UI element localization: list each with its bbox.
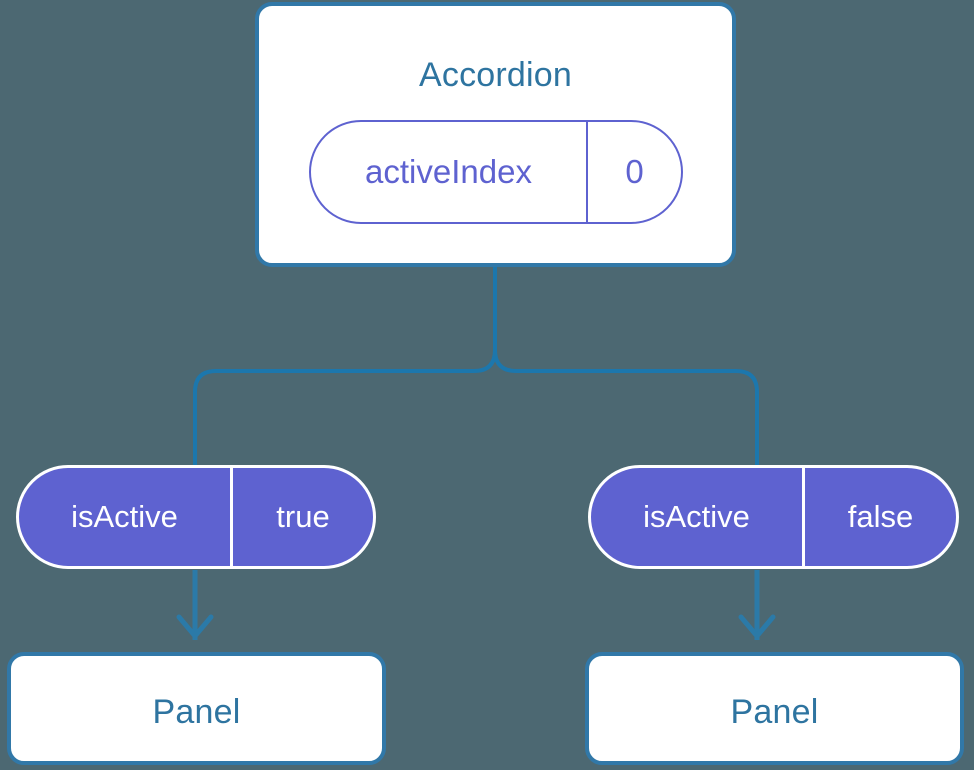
prop-pill-active-index[interactable]: activeIndex 0 [309, 120, 683, 224]
prop-pill-value: true [230, 468, 373, 566]
panel-component-card-right[interactable]: Panel [585, 652, 964, 765]
connector-trunk-split [193, 264, 497, 467]
connector-branch-right [493, 348, 759, 467]
arrowhead-right-icon [738, 614, 776, 639]
panel-component-card-left[interactable]: Panel [7, 652, 386, 765]
accordion-card-title: Accordion [419, 56, 572, 94]
prop-pill-is-active-right[interactable]: isActive false [588, 465, 959, 569]
accordion-component-card[interactable]: Accordion activeIndex 0 [255, 2, 736, 267]
panel-card-title: Panel [730, 693, 819, 731]
prop-pill-value: false [802, 468, 956, 566]
prop-pill-key: activeIndex [365, 153, 532, 190]
arrowhead-left-icon [176, 614, 214, 639]
prop-pill-is-active-left[interactable]: isActive true [16, 465, 376, 569]
prop-pill-key: isActive [71, 499, 178, 534]
prop-pill-value: 0 [586, 122, 681, 222]
prop-pill-key: isActive [643, 499, 750, 534]
panel-card-title: Panel [152, 693, 241, 731]
